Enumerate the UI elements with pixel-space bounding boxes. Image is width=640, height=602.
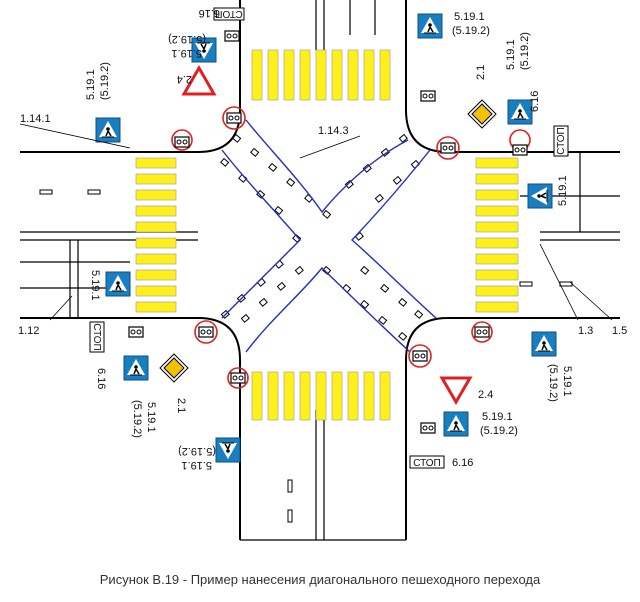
diagonal-crossing-markings [220,133,424,341]
label-5-19-1-left-bottom: 5.19.1 [145,402,157,433]
blue-hand-drawn-boundaries [221,119,437,353]
broken-lane-dashes [39,189,573,523]
label-1-14-1: 1.14.1 [20,113,51,125]
label-6-16-left: 6.16 [95,368,107,389]
stop-plate-text-bottom: СТОП [413,458,441,469]
label-5-19-1-top-left: 5.19.1 [171,47,202,59]
zebra-crossings [135,49,519,421]
label-5-19-2-right-top: (5.19.2) [519,32,531,70]
label-1-3: 1.3 [578,325,593,337]
stop-plate-text-right: СТОП [556,127,567,155]
label-5-19-2-left-bottom: (5.19.2) [131,400,143,438]
label-5-19-1-upper-left: 5.19.1 [85,69,97,100]
label-6-16-right: 6.16 [529,91,541,112]
label-1-12: 1.12 [18,325,39,337]
stop-plates [89,7,569,469]
label-2-1-right: 2.1 [475,65,487,80]
priority-road-signs [159,99,497,383]
label-5-19-2-top-right: (5.19.2) [452,25,490,37]
label-5-19-1-right-top: 5.19.1 [505,39,517,70]
figure-caption: Рисунок В.19 - Пример нанесения диагонал… [99,572,541,587]
label-5-19-2-top-left: (5.19.2) [168,33,206,45]
stop-plate-text-top: СТОП [215,8,243,19]
label-6-16-top: 6.16 [199,7,220,19]
label-5-19-1-bottom: 5.19.1 [482,411,513,423]
label-5-19-1-right-bottom: 5.19.1 [561,366,573,397]
road-outlines [20,0,620,540]
label-5-19-2-right-bottom: (5.19.2) [547,364,559,402]
lane-markings [20,0,620,541]
label-5-19-1-top-right: 5.19.1 [454,11,485,23]
label-5-19-1-bottom-left: 5.19.1 [181,459,212,471]
label-6-16-bottom: 6.16 [452,457,473,469]
label-2-4-bottom: 2.4 [478,389,493,401]
label-2-4-top: 2.4 [177,73,192,85]
label-5-19-1-right: 5.19.1 [557,175,569,206]
label-5-19-1-left: 5.19.1 [89,270,101,301]
stop-plate-text-left: СТОП [91,323,102,351]
label-5-19-2-bottom: (5.19.2) [480,425,518,437]
label-5-19-2-bottom-left: (5.19.2) [178,445,216,457]
label-1-5: 1.5 [612,325,627,337]
label-1-14-3: 1.14.3 [318,125,349,137]
red-circle-marks [171,106,531,389]
label-5-19-2-upper-left: (5.19.2) [99,62,111,100]
yield-signs [181,64,473,405]
leader-lines [19,123,613,321]
label-2-1-left: 2.1 [175,398,187,413]
